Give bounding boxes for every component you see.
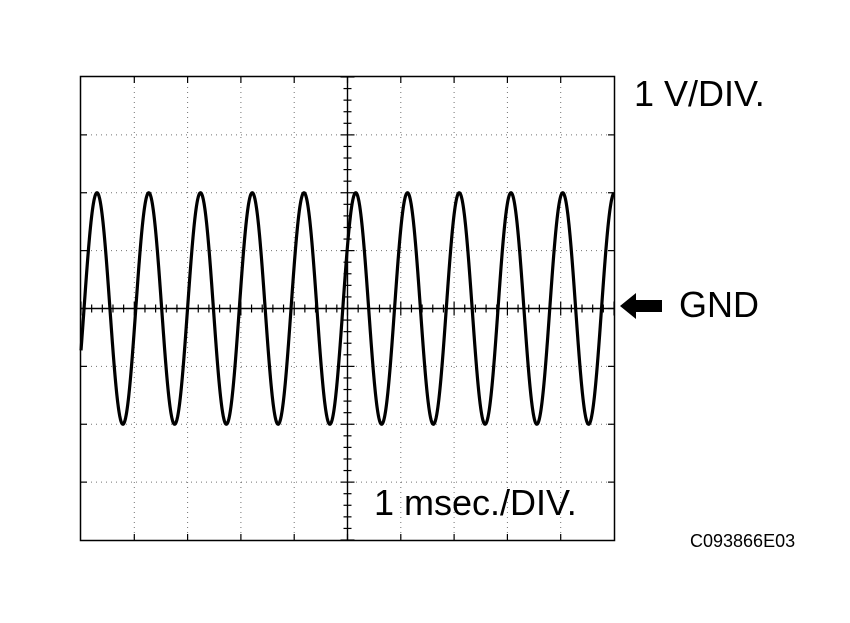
signal-trace xyxy=(79,191,616,426)
volts-per-division-label: 1 V/DIV. xyxy=(634,73,765,114)
figure-id-label: C093866E03 xyxy=(690,531,796,551)
left-arrow-icon xyxy=(620,293,662,319)
ground-label: GND xyxy=(679,284,759,325)
time-per-division-label: 1 msec./DIV. xyxy=(374,482,577,523)
